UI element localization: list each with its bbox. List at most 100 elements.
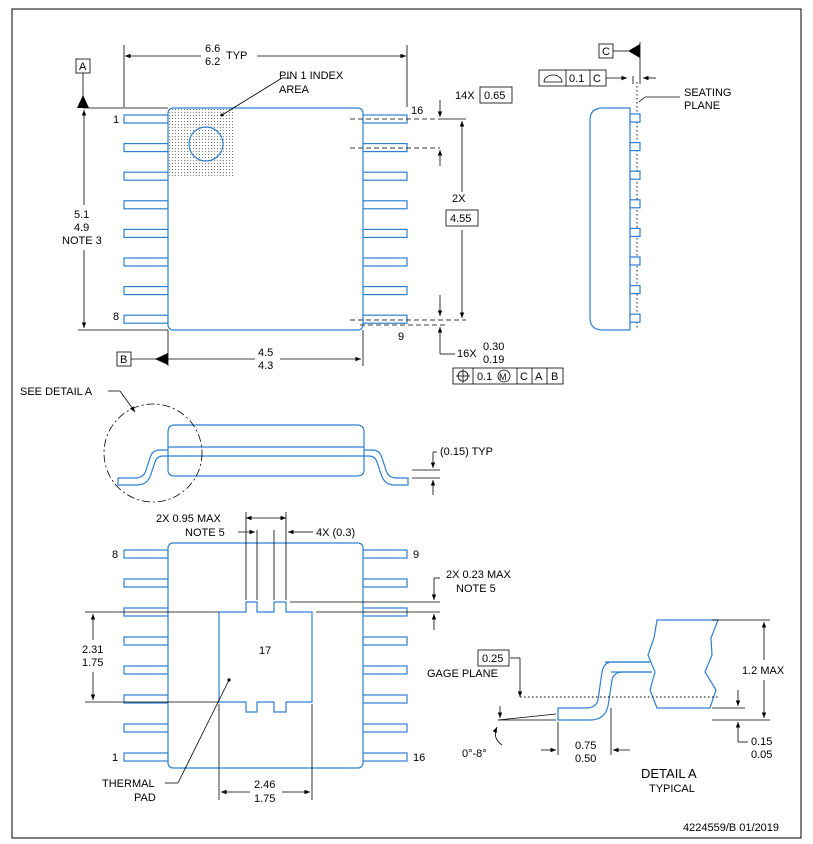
standoff-min: 0.05 <box>751 749 772 761</box>
lead <box>629 227 641 237</box>
pad-width-min: 1.75 <box>254 793 275 805</box>
bottom-view-left-leads <box>123 549 169 762</box>
tab-height: 2X 0.23 MAX <box>446 569 511 581</box>
height-max: 1.2 MAX <box>742 665 785 677</box>
lead <box>123 286 169 296</box>
lead <box>123 143 169 153</box>
datum-a-label: A <box>79 61 87 73</box>
fcf-datum-b: B <box>551 371 558 383</box>
lead <box>123 114 169 124</box>
bottom-view-right-leads <box>362 549 408 762</box>
front-right-lead <box>364 449 409 486</box>
bottom-pin-9: 9 <box>413 549 419 561</box>
pitch-count: 14X <box>455 90 475 102</box>
document-id: 4224559/B 01/2019 <box>683 822 779 834</box>
drawing-frame <box>11 8 802 839</box>
lead <box>123 200 169 210</box>
standoff-max: 0.15 <box>751 736 772 748</box>
fcf-datum-c: C <box>520 371 528 383</box>
top-view: PIN 1 INDEX AREA A 6.6 6.2 TYP 5.1 4.9 N… <box>62 43 564 385</box>
tab-height-note: NOTE 5 <box>456 583 496 595</box>
lead <box>629 285 641 295</box>
lead <box>362 723 408 733</box>
lead <box>362 257 408 267</box>
standoff-typ: (0.15) TYP <box>440 446 493 458</box>
lead <box>123 257 169 267</box>
bottom-view-body <box>167 542 364 769</box>
lead <box>362 665 408 675</box>
lead <box>629 170 641 180</box>
tab-width-note: NOTE 5 <box>185 527 225 539</box>
length-min: 4.9 <box>74 222 89 234</box>
bottom-view: 17 8 9 1 16 2X 0.95 MAX NOTE 5 4X (0.3) … <box>82 512 511 805</box>
pad-height-min: 1.75 <box>82 657 103 669</box>
lead <box>362 314 408 324</box>
slot-width: 4X (0.3) <box>316 527 355 539</box>
width-typ-suffix: TYP <box>226 50 247 62</box>
position-tolerance-frame: 0.1 M C A B <box>452 367 564 385</box>
tab-width: 2X 0.95 MAX <box>156 513 221 525</box>
lead <box>123 228 169 238</box>
gage-plane-label: GAGE PLANE <box>427 668 498 680</box>
pin1-index-area <box>168 108 234 176</box>
lead <box>123 171 169 181</box>
width-typ-max: 6.6 <box>205 43 220 55</box>
pin1-label-line1: PIN 1 INDEX <box>279 70 344 82</box>
span-count: 2X <box>452 193 466 205</box>
lead-width-min: 0.19 <box>483 354 504 366</box>
lead <box>123 314 169 324</box>
lead-width-max: 0.30 <box>483 341 504 353</box>
front-view-body <box>167 424 365 477</box>
fcf-tolerance: 0.1 <box>477 371 492 383</box>
pin1-index-mark <box>188 126 224 162</box>
lead <box>123 636 169 646</box>
front-view: SEE DETAIL A (0.15) TYP <box>20 386 493 503</box>
seating-plane-line1: SEATING <box>684 87 731 99</box>
lead <box>362 171 408 181</box>
seating-plane-line2: PLANE <box>684 100 720 112</box>
pad-width-max: 2.46 <box>254 779 275 791</box>
detail-a-circle <box>103 403 203 503</box>
length-note: NOTE 3 <box>62 235 102 247</box>
thermal-label-line1: THERMAL <box>102 778 155 790</box>
lead <box>123 578 169 588</box>
top-pin-16: 16 <box>411 105 423 117</box>
top-view-left-leads <box>123 114 169 324</box>
bottom-pin-1: 1 <box>112 752 118 764</box>
top-pin-1: 1 <box>113 114 119 126</box>
flatness-value: 0.1 <box>569 73 584 85</box>
lead-width-count: 16X <box>457 348 477 360</box>
pin1-label-line2: AREA <box>279 84 310 96</box>
angle-range: 0°-8° <box>462 748 487 760</box>
front-left-lead <box>117 449 168 486</box>
lead <box>362 578 408 588</box>
flatness-frame: 0.1 C <box>538 69 607 87</box>
width-typ-min: 6.2 <box>205 56 220 68</box>
detail-a-body <box>647 619 719 709</box>
thermal-label-line2: PAD <box>134 792 156 804</box>
lead <box>123 549 169 559</box>
lead <box>629 256 641 266</box>
lead <box>123 723 169 733</box>
pitch-value: 0.65 <box>484 90 505 102</box>
length-max: 5.1 <box>74 209 89 221</box>
lead <box>362 228 408 238</box>
lead <box>362 694 408 704</box>
see-detail-label: SEE DETAIL A <box>20 386 93 398</box>
lead <box>362 636 408 646</box>
span-value-box <box>445 209 479 227</box>
span-value: 4.55 <box>450 213 471 225</box>
top-pin-9: 9 <box>398 331 404 343</box>
top-view-right-leads <box>362 114 408 324</box>
detail-a-lead <box>557 661 652 721</box>
lead <box>629 313 641 323</box>
thermal-pad-number: 17 <box>259 645 271 657</box>
detail-a: 1.2 MAX 0.25 GAGE PLANE 0.15 0.05 0.75 0… <box>427 619 785 795</box>
flatness-datum: C <box>593 73 601 85</box>
detail-a-title: DETAIL A <box>641 766 697 781</box>
pad-height-max: 2.31 <box>82 644 103 656</box>
side-view-leads <box>629 113 641 323</box>
bottom-pin-8: 8 <box>112 549 118 561</box>
fcf-datum-a: A <box>535 371 543 383</box>
